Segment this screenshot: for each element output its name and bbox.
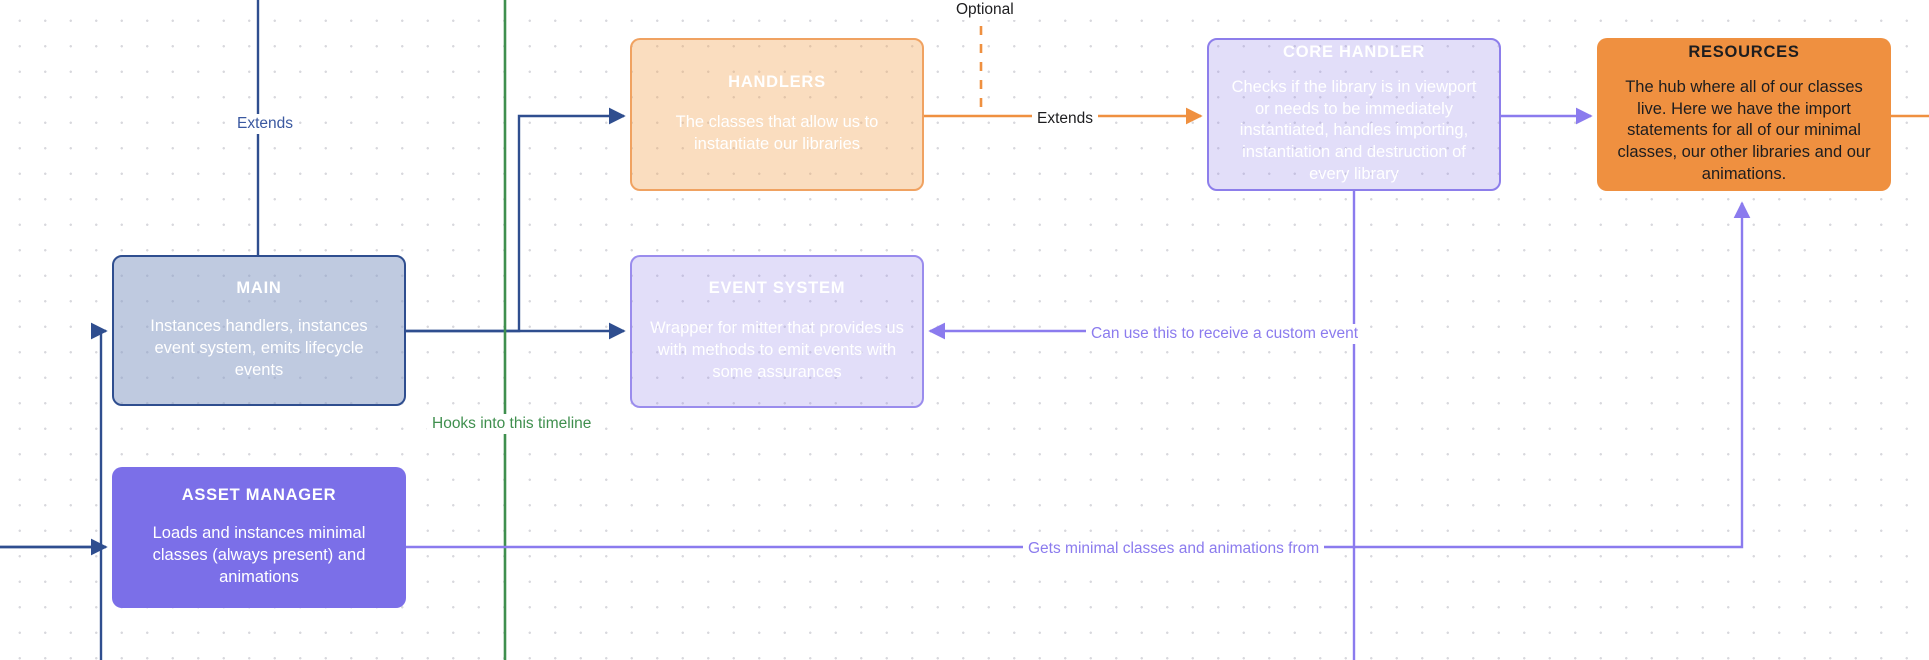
node-resources-description: The hub where all of our classes live. H… <box>1617 77 1871 184</box>
edge-main-to-handlers <box>406 107 626 333</box>
edge-label-hooks-into-this-timeline: Hooks into this timeline <box>427 414 597 434</box>
edge-label-can-use-this-to-receive-a-custom-event: Can use this to receive a custom event <box>1086 324 1364 344</box>
node-core-handler-description: Checks if the library is in viewport or … <box>1231 77 1477 184</box>
node-handlers[interactable]: HANDLERS The classes that allow us to in… <box>630 38 924 191</box>
node-event-system-description: Wrapper for mitter that provides us with… <box>650 319 904 382</box>
node-main-title: MAIN <box>236 278 282 297</box>
node-asset-manager-title: ASSET MANAGER <box>181 485 337 504</box>
node-resources-title: RESOURCES <box>1688 42 1800 61</box>
node-resources[interactable]: RESOURCES The hub where all of our class… <box>1597 38 1891 191</box>
edge-label-extends-orange: Extends <box>1032 109 1099 129</box>
node-handlers-description: The classes that allow us to instantiate… <box>675 113 879 154</box>
edge-label-gets-minimal-classes-and-animations-from: Gets minimal classes and animations from <box>1023 539 1325 559</box>
edge-asset-manager-to-resources <box>406 201 1751 549</box>
node-main[interactable]: MAIN Instances handlers, instances event… <box>112 255 406 406</box>
edge-core-handler-to-event-system <box>928 191 1356 340</box>
node-main-description: Instances handlers, instances event syst… <box>150 317 368 380</box>
node-handlers-title: HANDLERS <box>728 72 826 91</box>
node-core-handler[interactable]: CORE HANDLER Checks if the library is in… <box>1207 38 1501 191</box>
edge-label-optional: Optional <box>951 0 1019 20</box>
node-event-system-title: EVENT SYSTEM <box>708 278 846 297</box>
node-asset-manager-description: Loads and instances minimal classes (alw… <box>152 524 366 587</box>
edge-external-to-main <box>0 322 108 549</box>
node-asset-manager[interactable]: ASSET MANAGER Loads and instances minima… <box>112 467 406 608</box>
edge-label-extends-blue: Extends <box>232 114 299 134</box>
node-event-system[interactable]: EVENT SYSTEM Wrapper for mitter that pro… <box>630 255 924 408</box>
node-core-handler-title: CORE HANDLER <box>1283 42 1425 61</box>
